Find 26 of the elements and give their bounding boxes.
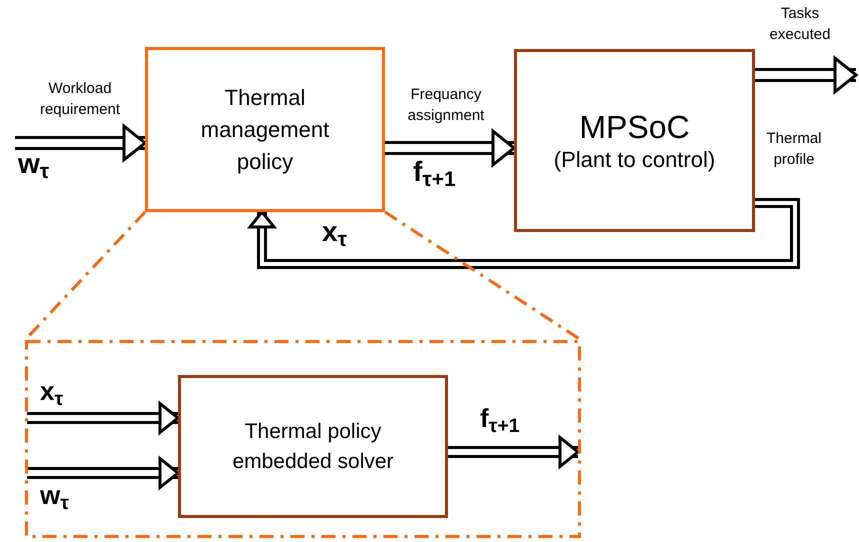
edge-label: Thermal profile [765,129,822,170]
hollow-arrow [27,402,180,434]
hollow-arrow [15,124,146,162]
block-box [514,49,755,232]
block-box [145,47,385,212]
hollow-arrow [27,457,180,489]
hollow-arrow [248,198,800,269]
zoom-line [384,210,582,342]
hollow-arrow [755,56,858,94]
hollow-arrow [385,130,516,166]
variable-symbol: f$_{τ+1}$ [413,158,456,186]
hollow-arrow [448,436,580,468]
edge-label: Workload requirement [38,79,122,120]
variable-symbol: x$_{τ}$ [40,378,64,404]
block-box [178,375,448,518]
edge-label: Frequancy assignment [406,85,486,126]
variable-symbol: w$_{τ}$ [18,150,50,178]
variable-symbol: f$_{τ+1}$ [480,405,520,431]
node-text: Thermal management policy [200,84,330,176]
variable-symbol: w$_{τ}$ [40,482,69,508]
variable-symbol: x$_{τ}$ [322,218,347,246]
dash-dot-frame [25,340,581,538]
node-text: MPSoC [579,108,690,146]
node-text: Thermal policy embedded solver [231,418,395,474]
node-text: (Plant to control) [554,146,716,174]
edge-label: Tasks executed [768,4,832,45]
